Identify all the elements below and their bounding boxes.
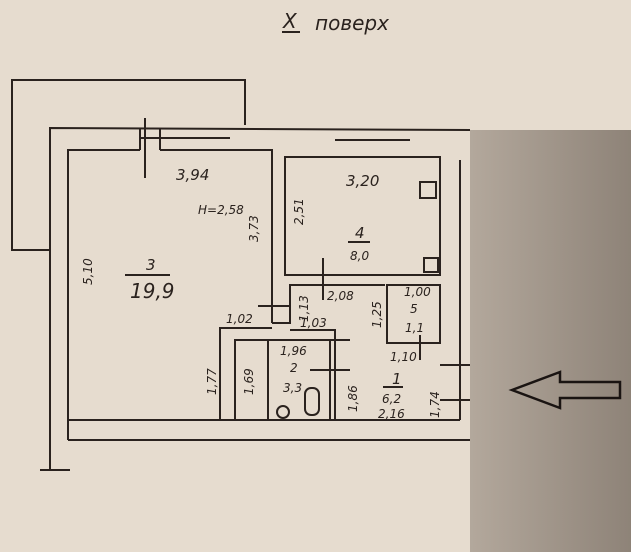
bathtub-icon	[304, 387, 320, 416]
dim-label: 2,08	[327, 289, 354, 303]
balcony	[11, 79, 246, 251]
room-1-area: 6,2	[382, 392, 401, 406]
dim-label: 2,51	[292, 198, 306, 225]
room-1-number: 1	[392, 370, 402, 388]
floor-title: поверх	[315, 11, 389, 35]
room-2-area: 3,3	[283, 381, 302, 395]
dim-label: 1,02	[226, 312, 253, 326]
dim-label: 1,77	[205, 368, 219, 395]
exterior-walls	[40, 118, 471, 471]
dim-label: 3,20	[346, 172, 379, 190]
entrance-arrow-icon	[508, 370, 622, 410]
dim-label: 1,00	[404, 285, 431, 299]
ceiling-height: H=2,58	[198, 203, 244, 217]
dim-label: 1,13	[297, 295, 311, 322]
dim-label: 1,74	[428, 391, 442, 418]
stove-icon	[419, 181, 437, 199]
toilet-icon	[276, 405, 290, 419]
room-3-number: 3	[146, 256, 156, 274]
room-4-kitchen	[284, 156, 441, 276]
hallway-walls	[219, 284, 385, 420]
dim-label: 2,16	[378, 407, 405, 421]
room-5-storage	[386, 284, 441, 344]
dim-label: 1,03	[300, 316, 327, 330]
dim-label: 1,25	[370, 301, 384, 328]
dim-label: 3,94	[176, 166, 209, 184]
dim-label: 1,10	[390, 350, 417, 364]
dim-label: 1,96	[280, 344, 307, 358]
shadow-area	[470, 130, 631, 552]
floor-mark: X	[282, 9, 298, 33]
room-3-area: 19,9	[130, 279, 175, 303]
dim-label: 3,73	[247, 215, 261, 242]
room-4-number: 4	[355, 224, 365, 242]
room-5-number: 5	[410, 302, 418, 316]
room-5-area: 1,1	[405, 321, 424, 335]
room-2-bathroom	[234, 339, 331, 421]
dim-label: 1,86	[346, 385, 360, 412]
dim-label: 5,10	[81, 258, 95, 285]
sink-icon	[423, 257, 439, 273]
dim-label: 1,69	[242, 368, 256, 395]
room-2-number: 2	[290, 361, 298, 375]
room-4-area: 8,0	[350, 249, 369, 263]
